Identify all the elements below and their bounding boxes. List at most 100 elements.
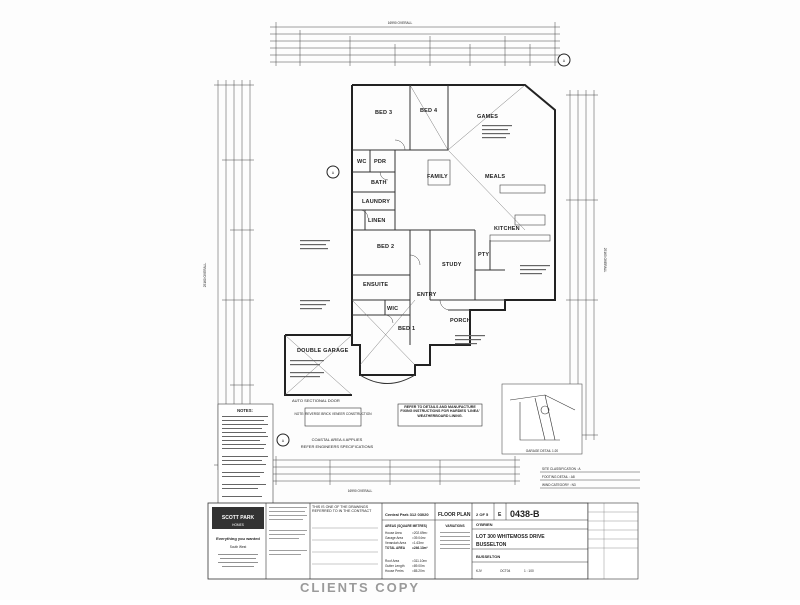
- variations-lines: [440, 532, 470, 549]
- room-bed3: BED 3: [375, 110, 392, 116]
- room-laundry: LAUNDRY: [362, 199, 390, 205]
- council: BUSSELTON: [476, 554, 500, 559]
- revision-table-lines: [588, 503, 638, 579]
- roof-row-label: Roof Area: [385, 559, 399, 563]
- areas-heading: AREAS (SQUARE METRES): [385, 524, 427, 528]
- garage-door-label: AUTO SECTIONAL DOOR: [292, 398, 340, 403]
- room-pty: PTY: [478, 252, 489, 258]
- signature-lines: [312, 527, 378, 565]
- site-classification: SITE CLASSIFICATION : A: [542, 467, 581, 471]
- right-dimensions: [566, 90, 598, 440]
- roof-row-label: House Perim.: [385, 569, 404, 573]
- room-porch: PORCH: [450, 318, 471, 324]
- sheet-number: 2 OF 5: [476, 512, 489, 517]
- svg-text:A: A: [282, 439, 285, 443]
- section-marker-bottom: A: [276, 433, 290, 447]
- room-double-garage: DOUBLE GARAGE: [297, 348, 349, 354]
- room-games: GAMES: [477, 114, 498, 120]
- area-row-label: TOTAL AREA: [385, 546, 406, 550]
- room-kitchen: KITCHEN: [494, 226, 520, 232]
- refer-details-note-wrap: REFER TO DETAILS AND MANUFACTURE FIXING …: [400, 405, 480, 418]
- room-meals: MEALS: [485, 174, 505, 180]
- notes-heading: NOTES:: [237, 408, 253, 413]
- area-row-value: =202.69m²: [412, 531, 427, 535]
- room-bed2: BED 2: [377, 244, 394, 250]
- clients-copy-watermark: CLIENTS COPY: [300, 580, 420, 595]
- room-wc: WC: [357, 159, 367, 165]
- room-entry: ENTRY: [417, 292, 437, 298]
- plan-annotations: [290, 125, 550, 378]
- roof-rows: Roof Area =311.10m² Gutter Length =89.00…: [385, 559, 427, 573]
- client-name: O'BRIEN: [476, 522, 493, 527]
- suburb: BUSSELTON: [476, 542, 507, 548]
- drawings-referred-note: THIS IS ONE OF THE DRAWINGS REFERRED TO …: [312, 505, 372, 514]
- company-name: SCOTT PARK: [222, 515, 255, 521]
- drawing-name: FLOOR PLAN: [438, 512, 471, 518]
- refer-details-note-box: [397, 403, 483, 427]
- footing-detail: FOOTING DETAIL : A8: [542, 475, 575, 479]
- roof-row-value: =311.10m²: [412, 559, 427, 563]
- house-name: Central Park 312 03020: [385, 512, 429, 517]
- bay-window: [359, 374, 416, 384]
- room-study: STUDY: [442, 262, 462, 268]
- section-marker-top: A: [557, 53, 571, 67]
- company-slogan: Everything you wanted: [216, 536, 260, 541]
- room-family: FAMILY: [427, 174, 448, 180]
- job-number: 0438-B: [510, 509, 540, 519]
- reverse-brick-note-box: [304, 407, 362, 427]
- room-linen: LINEN: [368, 218, 386, 224]
- interior-walls: [352, 85, 505, 345]
- area-row-label: House Area: [385, 531, 402, 535]
- room-pdr: PDR: [374, 159, 386, 165]
- svg-text:A: A: [563, 59, 566, 63]
- site-address: LOT 300 WHITEMOSS DRIVE: [476, 534, 545, 540]
- drawn-by: KJV: [476, 569, 483, 573]
- drawing-date: OCT04: [500, 569, 511, 573]
- company-logo: [212, 507, 264, 529]
- room-ensuite: ENSUITE: [363, 282, 388, 288]
- garage-detail-box: [501, 383, 583, 455]
- right-overall-dimension: 25160 OVERALL: [603, 248, 607, 273]
- area-row-value: =246.13m²: [412, 546, 428, 550]
- bottom-overall-dimension: 16990 OVERALL: [348, 489, 373, 493]
- svg-text:A: A: [332, 171, 335, 175]
- company-region: South West: [230, 545, 247, 549]
- reverse-brick-note: NOTE: REVERSE BRICK VENEER CONSTRUCTION: [294, 412, 372, 416]
- top-overall-dimension: 16990 OVERALL: [388, 21, 413, 25]
- company-sub: HOMES: [232, 523, 244, 527]
- area-row-label: Verandah Area: [385, 541, 406, 545]
- notes-lines: [222, 416, 268, 497]
- roof-row-value: =89.00m: [412, 564, 425, 568]
- variations-heading: VARIATIONS: [445, 524, 464, 528]
- area-row-label: Garage Area: [385, 536, 403, 540]
- area-row-value: =1.63m²: [412, 541, 424, 545]
- engineers-note: REFER ENGINEERS SPECIFICATIONS: [301, 444, 374, 449]
- area-rows: House Area =202.69m² Garage Area =39.04m…: [385, 531, 428, 550]
- legal-lines: [269, 507, 307, 555]
- roof-row-label: Gutter Length: [385, 564, 405, 568]
- room-bath: BATH: [371, 180, 387, 186]
- roof-row-value: =85.20m: [412, 569, 425, 573]
- bottom-dimensions: [270, 456, 520, 485]
- garage-detail-drawing: [509, 394, 576, 441]
- garage-detail-label: GARAGE DETAIL 1:20: [526, 449, 559, 453]
- door-swings: [359, 139, 451, 324]
- drawing-scale: 1 : 100: [524, 569, 534, 573]
- room-wic: WIC: [387, 306, 398, 312]
- revision-table: [587, 502, 639, 580]
- section-marker-left: A: [326, 165, 340, 179]
- revision: E: [498, 512, 502, 518]
- area-row-value: =39.04m²: [412, 536, 426, 540]
- company-contact-lines: [218, 554, 258, 567]
- site-info-lines: [540, 471, 640, 489]
- top-dimensions: [270, 22, 560, 66]
- room-bed1: BED 1: [398, 326, 415, 332]
- drawings-referred-wrap: THIS IS ONE OF THE DRAWINGS REFERRED TO …: [312, 505, 372, 514]
- wind-category: WIND CATEGORY : N3: [542, 483, 576, 487]
- kitchen-benches: [427, 159, 551, 242]
- left-overall-dimension: 25160 OVERALL: [203, 263, 207, 288]
- refer-details-note: REFER TO DETAILS AND MANUFACTURE FIXING …: [400, 405, 480, 418]
- room-bed4: BED 4: [420, 108, 438, 114]
